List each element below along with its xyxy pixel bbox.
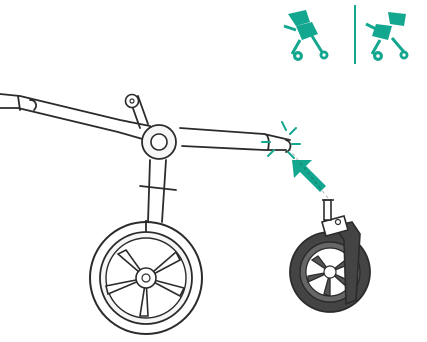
chassis-frame bbox=[0, 94, 291, 222]
chassis-hub bbox=[142, 125, 176, 159]
attach-front-wheel-arrow-icon bbox=[292, 160, 326, 192]
rear-wheel bbox=[90, 220, 202, 334]
stroller-seat-forward-icon bbox=[284, 10, 329, 61]
pivot-knob bbox=[126, 95, 139, 108]
stroller-seat-reverse-icon bbox=[366, 12, 409, 61]
